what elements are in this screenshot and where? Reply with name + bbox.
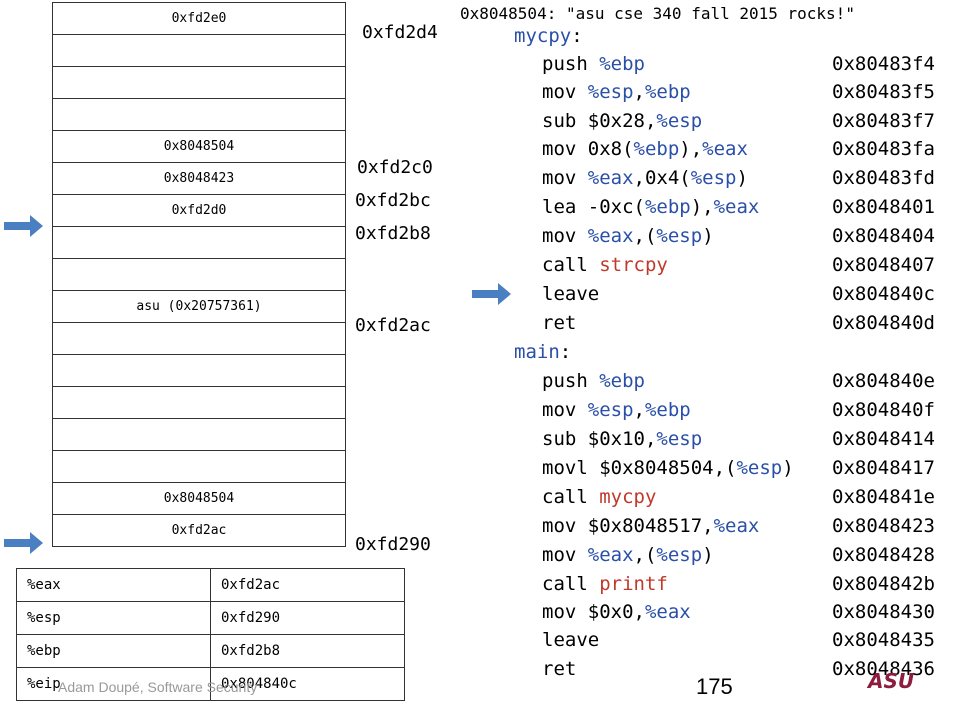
instruction: leave bbox=[542, 629, 600, 651]
stack-address-label: 0xfd290 bbox=[355, 534, 431, 555]
instruction-address: 0x80483f4 bbox=[832, 53, 935, 75]
function-label-main: main: bbox=[514, 341, 572, 363]
register-value: 0xfd2b8 bbox=[210, 634, 405, 668]
instruction-address: 0x8048417 bbox=[832, 457, 935, 479]
stack-address-label: 0xfd2bc bbox=[355, 190, 431, 211]
stack-cell: 0x8048504 bbox=[53, 131, 345, 163]
instruction-address: 0x804841e bbox=[832, 486, 935, 508]
stack-diagram: 0xfd2e0 0x8048504 0x8048423 0xfd2d0 asu … bbox=[52, 2, 346, 547]
stack-cell bbox=[53, 355, 345, 387]
instruction: mov %esp,%ebp bbox=[542, 81, 691, 103]
instruction: call strcpy bbox=[542, 254, 668, 276]
instruction-address: 0x804840f bbox=[832, 399, 935, 421]
instruction-address: 0x80483f5 bbox=[832, 81, 935, 103]
stack-cell bbox=[53, 387, 345, 419]
instruction: mov 0x8(%ebp),%eax bbox=[542, 138, 748, 160]
instruction: push %ebp bbox=[542, 53, 645, 75]
instruction-address: 0x804840e bbox=[832, 370, 935, 392]
page-number: 175 bbox=[696, 674, 733, 699]
register-name: %esp bbox=[16, 601, 211, 635]
stack-cell bbox=[53, 451, 345, 483]
instruction-address: 0x80483f7 bbox=[832, 110, 935, 132]
instruction-address: 0x80483fa bbox=[832, 138, 935, 160]
instruction-address: 0x8048404 bbox=[832, 225, 935, 247]
register-value: 0xfd2ac bbox=[210, 568, 405, 602]
stack-address-label: 0xfd2b8 bbox=[355, 223, 431, 244]
instruction: ret bbox=[542, 312, 577, 334]
register-value: 0x804840c bbox=[210, 667, 405, 701]
instruction-address: 0x804840d bbox=[832, 312, 935, 334]
instruction: mov %eax,0x4(%esp) bbox=[542, 167, 748, 189]
instruction: leave bbox=[542, 283, 600, 305]
stack-cell bbox=[53, 323, 345, 355]
instruction-address: 0x8048414 bbox=[832, 428, 935, 450]
stack-cell bbox=[53, 99, 345, 131]
asu-logo-icon: ASU bbox=[866, 669, 914, 693]
instruction: sub $0x28,%esp bbox=[542, 110, 703, 132]
instruction-address: 0x8048401 bbox=[832, 196, 935, 218]
stack-cell bbox=[53, 259, 345, 291]
esp-pointer-arrow-icon bbox=[4, 532, 43, 554]
instruction-address: 0x8048428 bbox=[832, 544, 935, 566]
instruction: mov %esp,%ebp bbox=[542, 399, 691, 421]
instruction-address: 0x804842b bbox=[832, 573, 935, 595]
instruction-address: 0x8048436 bbox=[832, 658, 935, 680]
stack-cell: 0xfd2ac bbox=[53, 515, 345, 547]
stack-cell bbox=[53, 67, 345, 99]
stack-address-label: 0xfd2d4 bbox=[362, 22, 438, 43]
instruction: push %ebp bbox=[542, 370, 645, 392]
instruction: ret bbox=[542, 658, 577, 680]
register-value: 0xfd290 bbox=[210, 601, 405, 635]
stack-cell: 0xfd2e0 bbox=[53, 3, 345, 35]
eip-pointer-arrow-icon bbox=[472, 283, 511, 305]
instruction: call printf bbox=[542, 573, 668, 595]
instruction: call mycpy bbox=[542, 486, 657, 508]
ebp-pointer-arrow-icon bbox=[4, 215, 43, 237]
register-name: %ebp bbox=[16, 634, 211, 668]
instruction-address: 0x8048407 bbox=[832, 254, 935, 276]
function-label-mycpy: mycpy: bbox=[514, 25, 583, 47]
register-name: %eax bbox=[16, 568, 211, 602]
instruction-address: 0x80483fd bbox=[832, 167, 935, 189]
instruction: mov $0x8048517,%eax bbox=[542, 515, 760, 537]
stack-address-label: 0xfd2c0 bbox=[357, 157, 433, 178]
stack-address-label: 0xfd2ac bbox=[355, 315, 431, 336]
stack-cell: asu (0x20757361) bbox=[53, 291, 345, 323]
stack-cell bbox=[53, 227, 345, 259]
stack-cell bbox=[53, 419, 345, 451]
svg-text:ASU: ASU bbox=[866, 669, 914, 693]
string-constant-header: 0x8048504: "asu cse 340 fall 2015 rocks!… bbox=[460, 4, 855, 23]
stack-cell: 0x8048423 bbox=[53, 163, 345, 195]
instruction: sub $0x10,%esp bbox=[542, 428, 703, 450]
instruction-address: 0x804840c bbox=[832, 283, 935, 305]
instruction: movl $0x8048504,(%esp) bbox=[542, 457, 794, 479]
instruction-address: 0x8048430 bbox=[832, 601, 935, 623]
instruction: mov $0x0,%eax bbox=[542, 601, 691, 623]
instruction-address: 0x8048435 bbox=[832, 629, 935, 651]
instruction-address: 0x8048423 bbox=[832, 515, 935, 537]
stack-cell: 0x8048504 bbox=[53, 483, 345, 515]
stack-cell: 0xfd2d0 bbox=[53, 195, 345, 227]
stack-cell bbox=[53, 35, 345, 67]
register-name: %eip bbox=[16, 667, 211, 701]
instruction: lea -0xc(%ebp),%eax bbox=[542, 196, 760, 218]
instruction: mov %eax,(%esp) bbox=[542, 544, 714, 566]
footer-credit: Adam Doupé, Software Security bbox=[58, 679, 258, 695]
instruction: mov %eax,(%esp) bbox=[542, 225, 714, 247]
